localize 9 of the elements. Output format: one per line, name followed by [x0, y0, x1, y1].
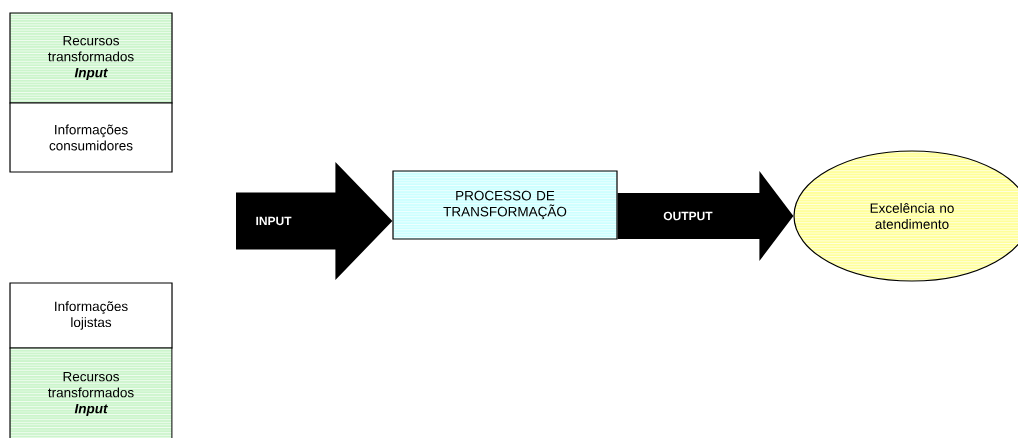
block-arrow: [236, 162, 393, 280]
arrow-label: INPUT: [256, 216, 292, 226]
arrow-label: OUTPUT: [663, 211, 713, 221]
information-box: Informações consumidores: [9, 102, 173, 173]
resource-box: Recursos transformados Input: [9, 12, 173, 104]
block-arrow: [617, 171, 794, 261]
information-box: Informações lojistas: [9, 282, 173, 349]
resource-box: Recursos transformados Input: [9, 347, 173, 438]
process-box: PROCESSO DE TRANSFORMAÇÃO: [392, 170, 618, 240]
